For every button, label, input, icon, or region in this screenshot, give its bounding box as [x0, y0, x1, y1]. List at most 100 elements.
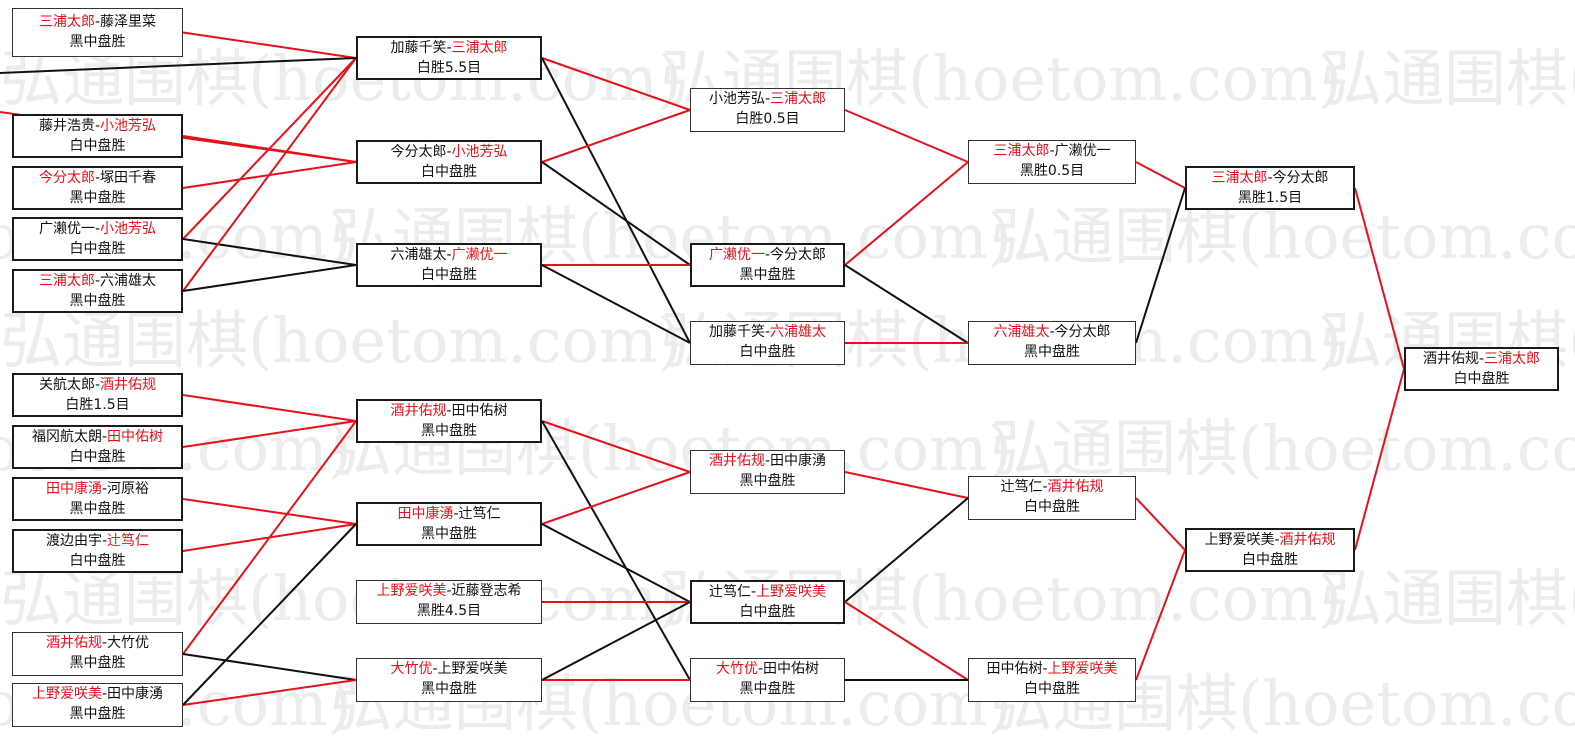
connector-r4_3-r5_2: [1135, 497, 1186, 551]
separator: -: [101, 533, 108, 549]
separator: -: [1274, 532, 1280, 548]
separator: -: [94, 13, 101, 30]
player-white: 三浦太郎: [770, 91, 827, 107]
match-result: 白胜0.5目: [735, 111, 800, 127]
player-black: 六浦雄太: [993, 324, 1050, 340]
match-result: 白中盘胜: [421, 164, 477, 180]
match-result: 白中盘胜: [1453, 371, 1510, 387]
player-black: 酒井佑规: [45, 635, 102, 651]
match-players: 小池芳弘-三浦太郎: [691, 89, 844, 109]
match-box-r1_3: 今分太郎-塚田千春黑中盘胜: [12, 166, 183, 210]
player-white: 辻笃仁: [458, 506, 501, 522]
connector-r3_5-r4_3: [844, 497, 969, 603]
match-result: 白中盘胜: [69, 449, 126, 465]
player-black: 大竹优: [715, 661, 758, 677]
player-white: 上野爱咲美: [437, 661, 508, 677]
separator: -: [764, 247, 771, 263]
player-black: 三浦太郎: [1211, 170, 1268, 186]
match-players: 渡边由宇-辻笃仁: [14, 531, 181, 551]
match-result: 黑胜4.5目: [416, 603, 482, 619]
match-box-r4_2: 六浦雄太-今分太郎黑中盘胜: [968, 321, 1136, 365]
match-players: 上野爱咲美-酒井佑规: [1187, 530, 1353, 550]
match-players: 今分太郎-小池芳弘: [358, 142, 540, 162]
connector-r4_1-r5_1: [1135, 161, 1186, 189]
separator: -: [764, 324, 771, 340]
match-box-r1_6: 关航太郎-酒井佑规白胜1.5目: [12, 373, 183, 417]
player-black: 今分太郎: [390, 144, 447, 160]
connector-r1_8-r2_5: [182, 498, 357, 525]
match-box-r1_5: 三浦太郎-六浦雄太黑中盘胜: [12, 269, 183, 313]
player-black: 三浦太郎: [38, 273, 95, 289]
connector-r4_2-r5_1: [1135, 187, 1186, 344]
separator: -: [764, 453, 771, 469]
connector-r2_2-r3_1: [541, 109, 691, 163]
match-box-r3_2: 广濑优一-今分太郎黑中盘胜: [690, 243, 845, 287]
match-players: 酒井佑规-田中佑树: [358, 401, 540, 421]
player-black: 福冈航太朗: [31, 429, 102, 445]
match-result: 黑中盘胜: [69, 190, 126, 206]
player-white: 近藤登志希: [451, 583, 522, 599]
match-result: 黑中盘胜: [739, 267, 796, 283]
player-white: 今分太郎: [770, 247, 827, 263]
connector-r4_4-r5_2: [1135, 549, 1186, 681]
player-black: 田中康湧: [45, 481, 102, 497]
match-players: 广濑优一-小池芳弘: [14, 219, 181, 239]
match-box-r2_2: 今分太郎-小池芳弘白中盘胜: [356, 140, 542, 184]
match-players: 田中康湧-辻笃仁: [358, 504, 540, 524]
player-white: 三浦太郎: [451, 40, 508, 56]
connector-r1_7-r2_4: [182, 420, 357, 448]
match-result: 黑中盘胜: [69, 655, 126, 671]
match-box-r3_5: 辻笃仁-上野爱咲美白中盘胜: [690, 580, 845, 624]
player-white: 小池芳弘: [451, 144, 508, 160]
separator: -: [757, 661, 764, 677]
match-box-r1_1: 三浦太郎-藤泽里菜黑中盘胜: [12, 8, 183, 57]
match-box-r2_3: 六浦雄太-广濑优一白中盘胜: [356, 243, 542, 287]
player-black: 大竹优: [390, 661, 433, 677]
match-box-r5_1: 三浦太郎-今分太郎黑胜1.5目: [1185, 166, 1355, 210]
connector-r2_2-r3_2: [541, 161, 691, 266]
player-white: 小池芳弘: [100, 118, 157, 134]
match-players: 三浦太郎-藤泽里菜: [13, 12, 182, 32]
match-players: 福冈航太朗-田中佑树: [14, 427, 181, 447]
player-white: 田中佑树: [763, 661, 820, 677]
connector-r2_4-r3_4: [541, 420, 691, 473]
match-box-r2_6: 上野爱咲美-近藤登志希黑胜4.5目: [356, 580, 542, 624]
match-players: 六浦雄太-广濑优一: [358, 245, 540, 265]
match-box-r4_1: 三浦太郎-广濑优一黑胜0.5目: [968, 140, 1136, 184]
separator: -: [453, 506, 459, 522]
connector-offscreen-r2_1: [0, 57, 357, 74]
player-black: 小池芳弘: [708, 91, 765, 107]
match-result: 黑中盘胜: [421, 681, 477, 697]
match-players: 酒井佑规-田中康湧: [691, 451, 844, 471]
separator: -: [94, 118, 101, 134]
match-result: 黑胜0.5目: [1019, 163, 1085, 179]
separator: -: [101, 686, 108, 702]
match-box-r1_4: 广濑优一-小池芳弘白中盘胜: [12, 217, 183, 261]
separator: -: [101, 481, 108, 497]
player-white: 辻笃仁: [107, 533, 150, 549]
player-black: 广濑优一: [38, 221, 95, 237]
match-box-r1_2: 藤井浩贵-小池芳弘白中盘胜: [12, 114, 183, 158]
connector-r1_10-r2_4: [182, 420, 357, 655]
connector-r1_4-r2_1: [182, 57, 357, 240]
player-black: 辻笃仁: [1000, 479, 1043, 495]
player-black: 酒井佑规: [1422, 351, 1479, 367]
match-players: 大竹优-上野爱咲美: [357, 659, 541, 679]
separator: -: [750, 584, 757, 600]
match-result: 白中盘胜: [739, 604, 796, 620]
separator: -: [1049, 143, 1055, 159]
match-result: 白中盘胜: [1242, 552, 1298, 568]
match-players: 加藤千笑-六浦雄太: [691, 322, 844, 342]
connector-r2_4-r3_6: [541, 420, 691, 681]
match-box-r1_8: 田中康湧-河原裕黑中盘胜: [12, 477, 183, 521]
match-result: 白胜1.5目: [65, 397, 130, 413]
match-box-r2_5: 田中康湧-辻笃仁黑中盘胜: [356, 502, 542, 546]
player-black: 加藤千笑: [390, 40, 447, 56]
player-black: 酒井佑规: [390, 403, 447, 419]
player-white: 今分太郎: [1272, 170, 1329, 186]
match-result: 黑中盘胜: [739, 681, 796, 697]
separator: -: [446, 247, 452, 263]
player-white: 酒井佑规: [1279, 532, 1336, 548]
match-players: 藤井浩贵-小池芳弘: [14, 116, 181, 136]
